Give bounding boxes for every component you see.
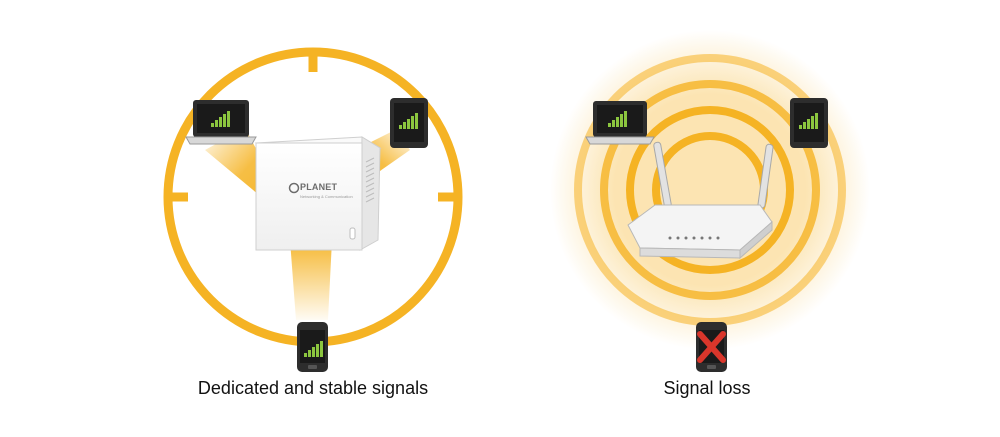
tablet-icon xyxy=(390,98,428,148)
left-panel: PLANET Networking & Communication Dedica… xyxy=(163,47,463,398)
tablet-icon xyxy=(790,98,828,148)
left-caption: Dedicated and stable signals xyxy=(197,378,429,398)
left-diagram xyxy=(163,47,463,372)
device-brand: PLANET xyxy=(300,182,338,192)
beam-to-phone xyxy=(290,240,332,320)
right-diagram xyxy=(550,30,870,372)
right-caption: Signal loss xyxy=(663,378,751,398)
cross-icon xyxy=(697,331,726,363)
device-brand-subtitle: Networking & Communication xyxy=(300,194,353,199)
smartphone-icon xyxy=(297,322,328,372)
laptop-icon xyxy=(185,100,257,145)
router-device xyxy=(627,141,774,260)
access-point-device xyxy=(254,136,382,251)
beam-to-laptop xyxy=(205,128,270,200)
planet-logo-icon xyxy=(288,182,300,194)
right-panel: Signal loss xyxy=(500,0,1000,437)
signal-glow xyxy=(550,30,870,350)
laptop-icon xyxy=(585,101,655,145)
